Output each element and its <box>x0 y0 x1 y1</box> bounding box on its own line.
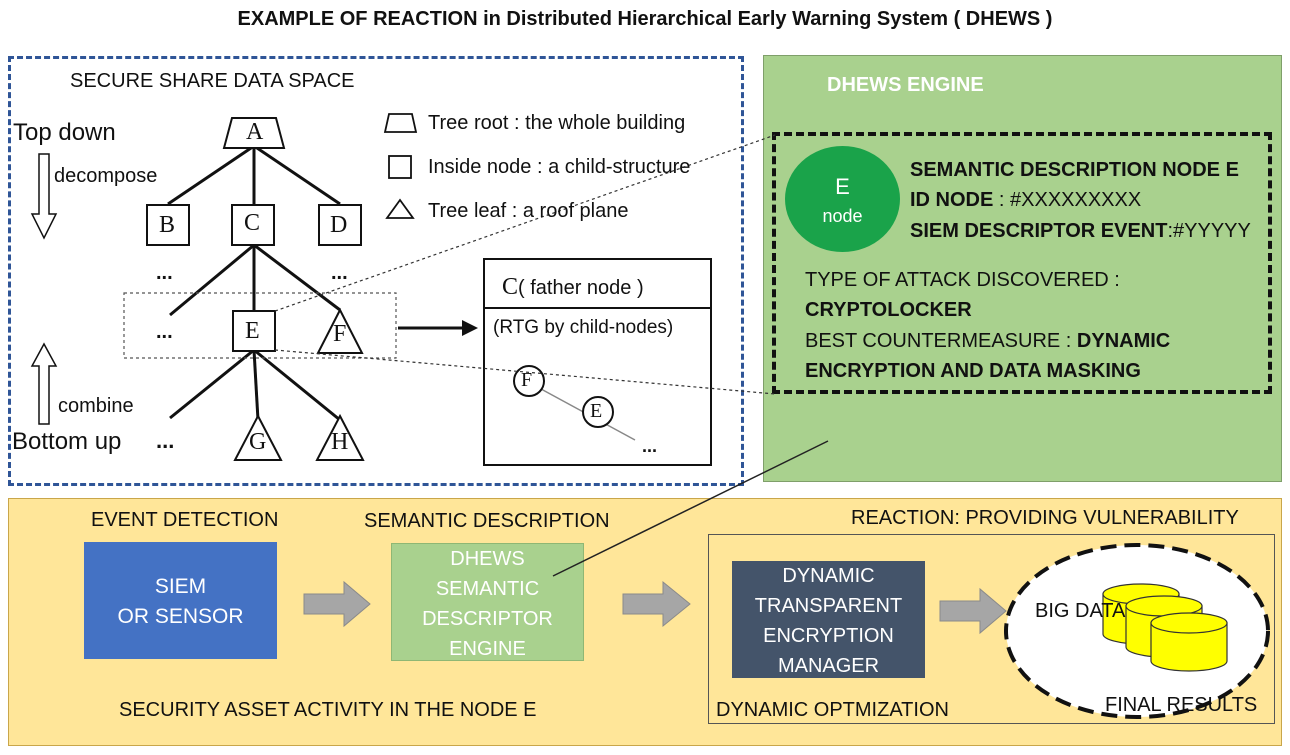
father-box-title: C( father node ) <box>502 274 644 301</box>
manager-line-3: ENCRYPTION <box>763 625 894 647</box>
event-detection-label: EVENT DETECTION <box>91 509 279 531</box>
countermeasure-value-2: ENCRYPTION AND DATA MASKING <box>805 360 1141 382</box>
siem-label: SIEM <box>154 575 207 598</box>
countermeasure-label: BEST COUNTERMEASURE : <box>805 330 1077 352</box>
siem-descriptor-label: SIEM DESCRIPTOR EVENT <box>910 220 1168 242</box>
father-box-c: C <box>502 274 519 300</box>
node-e-circle: E node <box>785 146 900 252</box>
manager-line-4: MANAGER <box>777 655 880 677</box>
countermeasure-value-1: DYNAMIC <box>1076 330 1171 352</box>
down-arrow-icon <box>30 153 58 240</box>
dhews-box-line-3: DESCRIPTOR <box>422 608 553 630</box>
id-node-label: ID NODE <box>910 189 994 211</box>
dots-under-b: ... <box>156 262 173 284</box>
flow-arrow-1-icon <box>303 580 371 628</box>
page-title: EXAMPLE OF REACTION in Distributed Hiera… <box>237 8 1053 30</box>
reaction-label: REACTION: PROVIDING VULNERABILITY <box>851 507 1239 529</box>
father-f-circle <box>513 365 545 397</box>
dhews-engine-panel <box>763 55 1282 482</box>
bottom-up-dots: ... <box>156 428 175 453</box>
siem-descriptor-line: SIEM DESCRIPTOR EVENT:#YYYYY <box>910 220 1251 243</box>
security-asset-label: SECURITY ASSET ACTIVITY IN THE NODE E <box>119 699 537 721</box>
flow-arrow-3-icon <box>939 587 1007 635</box>
dots-under-d: ... <box>331 262 348 284</box>
legend-trapezoid-icon <box>383 113 418 133</box>
node-f-triangle <box>316 307 364 354</box>
dynamic-optimization-label: DYNAMIC OPTMIZATION <box>716 699 949 721</box>
dhews-box-line-2: SEMANTIC <box>435 578 540 600</box>
attack-type-value: CRYPTOLOCKER <box>805 299 972 321</box>
manager-line-2: TRANSPARENT <box>754 595 903 617</box>
final-results-label: FINAL RESULTS <box>1105 694 1258 716</box>
node-e-detail-box <box>772 132 1272 394</box>
flow-arrow-2-icon <box>622 580 691 628</box>
big-data-label: BIG DATA <box>1035 600 1126 622</box>
node-c-square <box>231 204 275 246</box>
semantic-description-heading: SEMANTIC DESCRIPTION NODE E <box>910 159 1239 181</box>
expand-arrowhead-icon <box>462 320 478 336</box>
node-e-word: node <box>822 206 863 226</box>
secure-share-data-space-panel <box>8 56 744 486</box>
dots-left-of-e: ... <box>156 321 173 343</box>
legend-triangle-icon <box>385 198 415 219</box>
dhews-descriptor-engine-box: DHEWS SEMANTIC DESCRIPTOR ENGINE <box>391 543 584 661</box>
attack-type-label: TYPE OF ATTACK DISCOVERED : <box>805 269 1120 291</box>
connector-line-top <box>274 134 776 312</box>
node-d-square <box>318 204 362 246</box>
father-box-title-rest: ( father node ) <box>518 277 644 299</box>
node-e-square <box>232 310 276 352</box>
node-h-triangle <box>315 413 365 461</box>
bottom-up-label: Bottom up <box>12 428 122 455</box>
legend-inside-label: Inside node : a child-structure <box>428 156 691 178</box>
siem-sensor-box: SIEM OR SENSOR <box>84 542 277 659</box>
node-g-label: G <box>249 429 267 455</box>
node-a-trapezoid <box>222 117 286 149</box>
father-box-subtitle: (RTG by child-nodes) <box>493 317 674 338</box>
manager-line-1: DYNAMIC <box>782 565 875 587</box>
node-c-label: C <box>244 210 261 236</box>
node-f-label: F <box>333 321 347 347</box>
node-d-label: D <box>330 212 348 238</box>
engine-link-line <box>552 440 829 577</box>
tree-edges <box>167 144 341 422</box>
id-node-value: : #XXXXXXXXX <box>993 189 1142 211</box>
id-node-line: ID NODE : #XXXXXXXXX <box>910 189 1141 212</box>
node-b-square <box>146 204 190 246</box>
sensor-label: OR SENSOR <box>117 605 244 628</box>
father-e-label: E <box>590 400 603 422</box>
dhews-engine-label: DHEWS ENGINE <box>827 74 984 96</box>
database-cylinders-icon <box>1102 583 1228 672</box>
dhews-box-line-1: DHEWS <box>450 548 525 570</box>
legend-square-icon <box>388 155 412 179</box>
combine-label: combine <box>58 395 134 417</box>
top-down-label: Top down <box>13 119 116 146</box>
node-h-label: H <box>331 429 349 455</box>
father-f-label: F <box>521 369 533 391</box>
father-e-circle <box>582 396 614 428</box>
father-box-dots: ... <box>642 436 658 456</box>
node-g-triangle <box>233 413 283 461</box>
legend-leaf-label: Tree leaf : a roof plane <box>428 200 629 222</box>
secure-space-label: SECURE SHARE DATA SPACE <box>70 70 355 92</box>
node-a-label: A <box>246 119 264 145</box>
up-arrow-icon <box>30 342 58 425</box>
legend-root-label: Tree root : the whole building <box>428 112 686 134</box>
node-e-label: E <box>245 318 260 344</box>
semantic-description-label: SEMANTIC DESCRIPTION <box>364 510 610 532</box>
encryption-manager-box: DYNAMIC TRANSPARENT ENCRYPTION MANAGER <box>732 561 925 678</box>
father-node-box <box>483 258 712 466</box>
dhews-box-line-4: ENGINE <box>449 638 526 660</box>
decompose-label: decompose <box>54 165 158 187</box>
node-e-letter: E <box>835 174 850 199</box>
reaction-box <box>708 534 1275 724</box>
node-b-label: B <box>159 212 176 238</box>
siem-descriptor-value: :#YYYYY <box>1167 220 1251 242</box>
countermeasure-line: BEST COUNTERMEASURE : DYNAMIC <box>805 330 1170 353</box>
